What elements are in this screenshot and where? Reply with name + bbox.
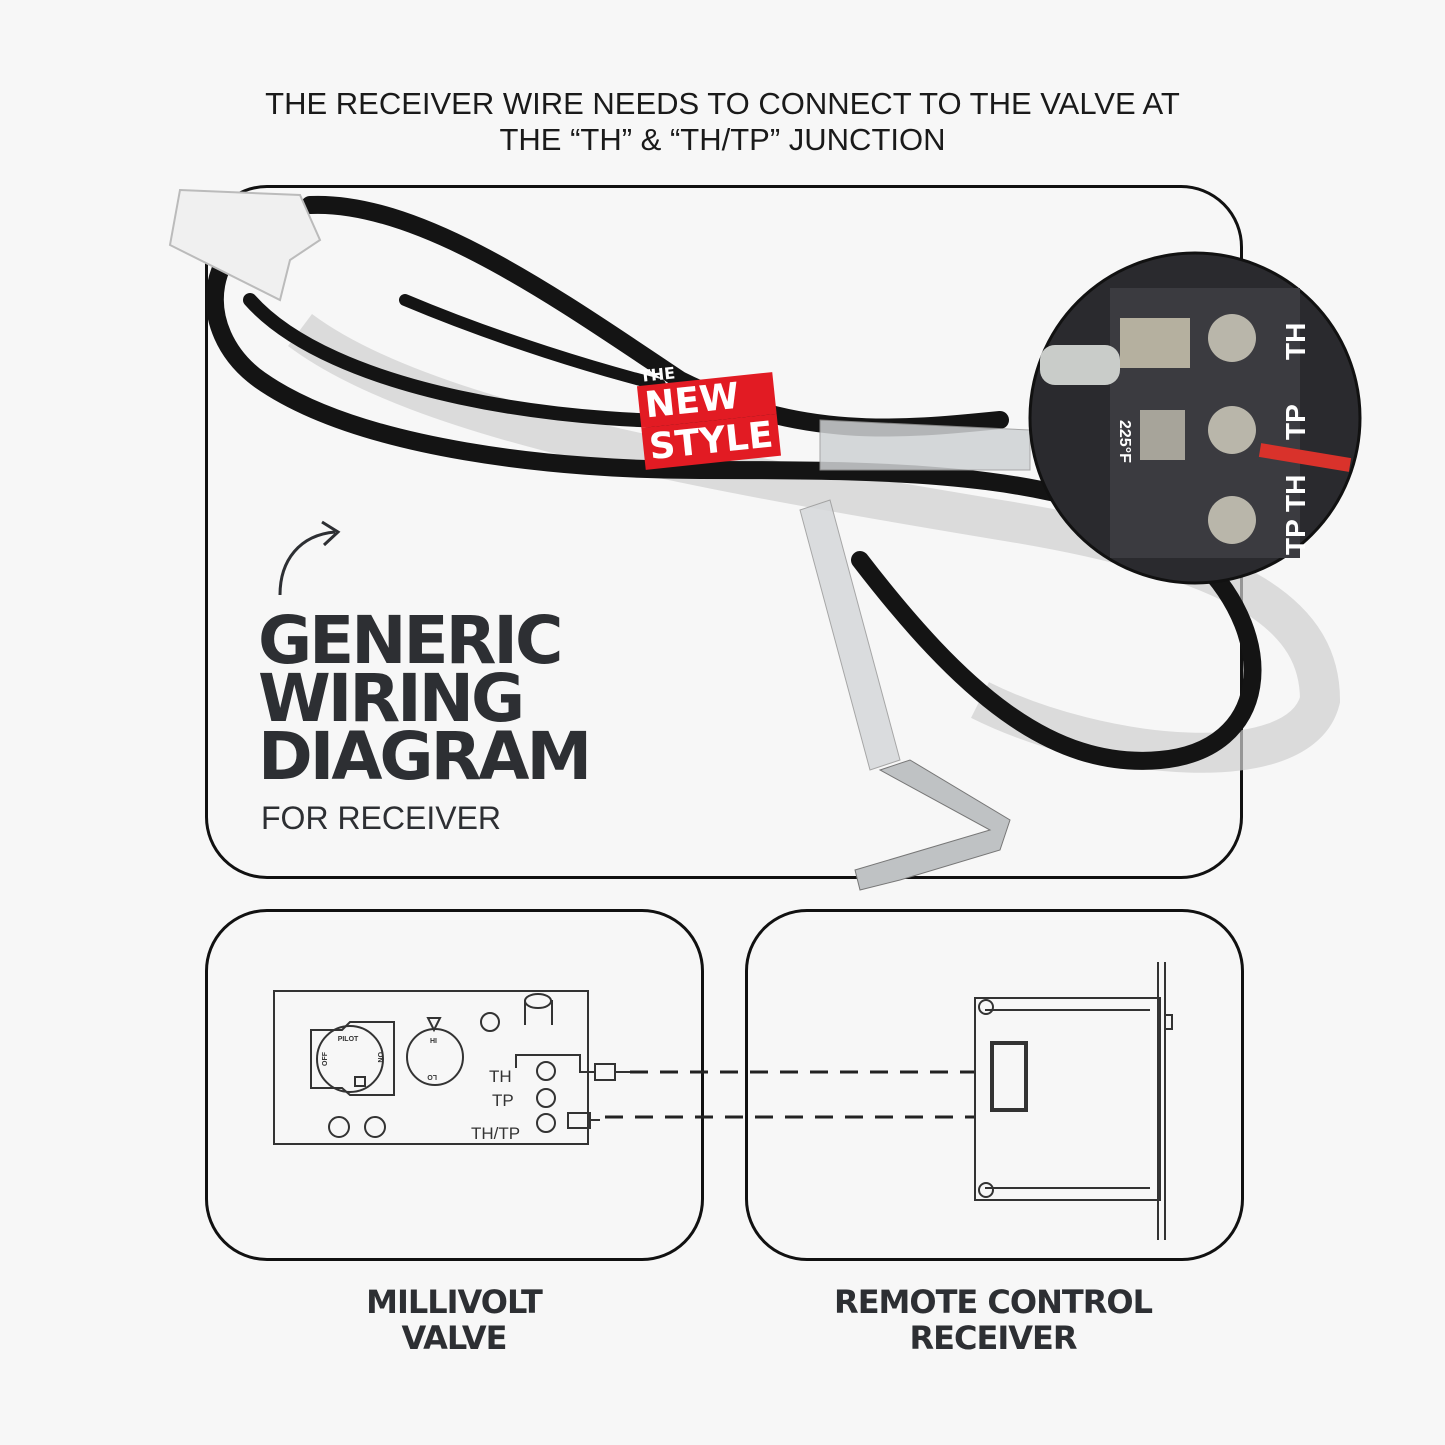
valve-off-label: OFF xyxy=(322,1051,329,1066)
diagram-title: GENERIC WIRING DIAGRAM xyxy=(258,602,592,795)
title-line-3: DIAGRAM xyxy=(258,718,592,795)
photo-label-tp: TP xyxy=(1280,404,1311,440)
valve-caption-line-1: MILLIVOLT xyxy=(366,1283,543,1321)
spade-terminal xyxy=(854,759,1011,891)
terminal-sleeve-1 xyxy=(819,419,1031,471)
new-style-badge: THE NEW STYLE xyxy=(635,353,782,470)
title-line-1: GENERIC xyxy=(258,602,563,679)
photo-label-th: TH xyxy=(1280,323,1311,360)
valve-thtp-label: TH/TP xyxy=(471,1124,520,1143)
valve-caption-line-2: VALVE xyxy=(401,1319,508,1357)
valve-hi-label: HI xyxy=(430,1038,437,1045)
receiver-caption-line-2: RECEIVER xyxy=(909,1319,1077,1357)
diagram-subtitle: FOR RECEIVER xyxy=(261,800,502,836)
photo-label-temp: 225°F xyxy=(1116,420,1133,463)
receiver-caption-line-1: REMOTE CONTROL xyxy=(834,1283,1153,1321)
instruction-heading: THE RECEIVER WIRE NEEDS TO CONNECT TO TH… xyxy=(0,86,1445,158)
valve-tp-label: TP xyxy=(492,1091,514,1110)
valve-panel xyxy=(205,909,704,1261)
valve-th-label: TH xyxy=(489,1067,512,1086)
valve-terminal-photo: TH TP TP TH 225°F xyxy=(1028,251,1362,585)
photo-label-tp-th: TP TH xyxy=(1280,475,1311,555)
heading-line-2: THE “TH” & “TH/TP” JUNCTION xyxy=(499,122,946,157)
valve-on-label: ON xyxy=(376,1052,383,1063)
receiver-caption: REMOTE CONTROL RECEIVER xyxy=(793,1284,1193,1356)
heading-line-1: THE RECEIVER WIRE NEEDS TO CONNECT TO TH… xyxy=(265,86,1180,121)
plug-connector xyxy=(168,188,322,302)
terminal-sleeve-2 xyxy=(799,499,901,771)
valve-lo-label: LO xyxy=(427,1073,437,1080)
receiver-panel xyxy=(745,909,1244,1261)
receiver-drawing xyxy=(974,962,1173,1240)
millivolt-valve-drawing xyxy=(273,990,630,1145)
curved-arrow-icon xyxy=(278,530,336,596)
valve-caption: MILLIVOLT VALVE xyxy=(254,1284,654,1356)
title-line-2: WIRING xyxy=(258,660,525,737)
valve-pilot-label: PILOT xyxy=(338,1036,359,1043)
